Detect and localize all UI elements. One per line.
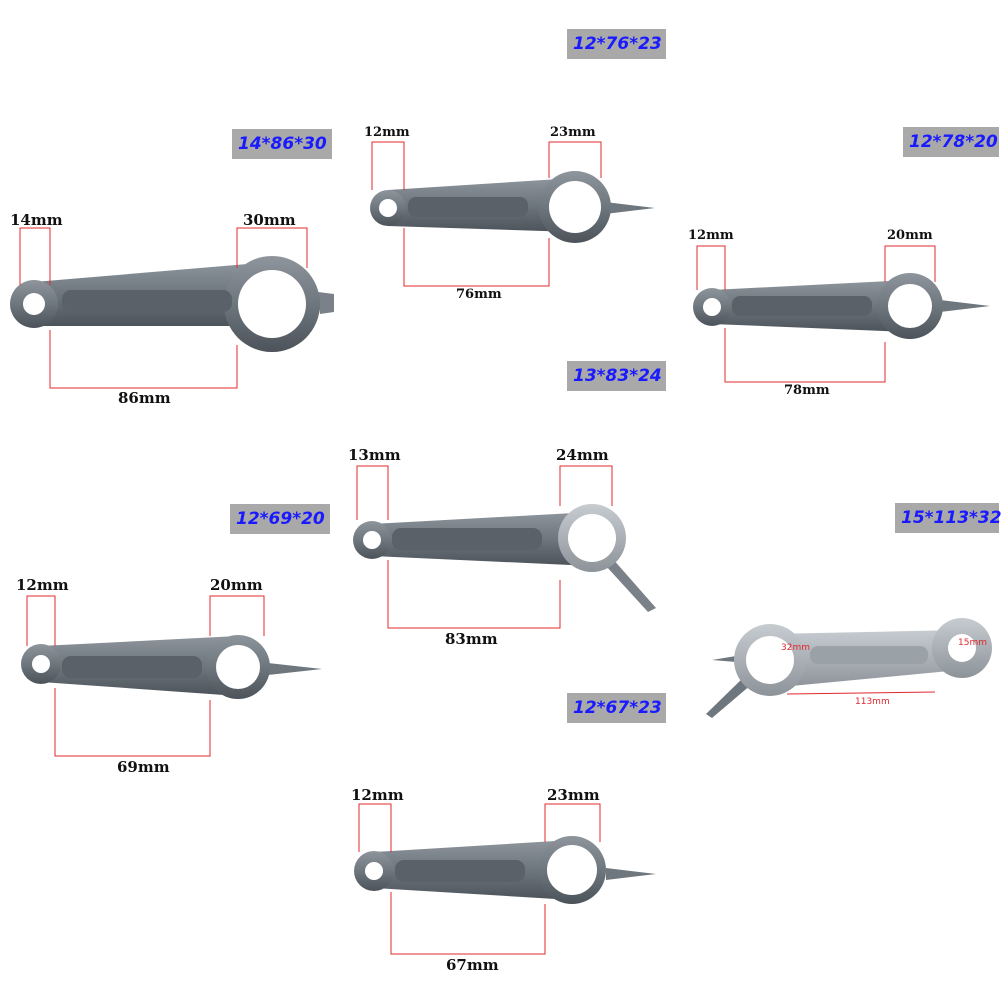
size-badge-rod-1: 14*86*30: [232, 129, 332, 159]
rod-3: [693, 245, 990, 383]
rod-6-length-label: 113mm: [855, 697, 890, 707]
size-badge-rod-3: 12*78*20: [903, 127, 999, 157]
rod-6: [706, 618, 992, 718]
rod-4-small-end-label: 13mm: [348, 446, 401, 464]
rod-1-big-end-label: 30mm: [243, 211, 296, 229]
rod-1-length-label: 86mm: [118, 389, 171, 407]
rod-3-length-label: 78mm: [784, 383, 830, 398]
rod-6-big-end-label: 32mm: [781, 643, 810, 653]
rod-5-small-end-label: 12mm: [16, 576, 69, 594]
rod-5-big-end-label: 20mm: [210, 576, 263, 594]
size-badge-rod-6: 15*113*32: [895, 503, 1001, 533]
rod-2: [370, 141, 655, 287]
rod-5: [21, 595, 322, 757]
size-badge-rod-2: 12*76*23: [567, 29, 666, 59]
rod-3-small-end-label: 12mm: [688, 228, 734, 243]
size-badge-rod-5: 12*69*20: [230, 504, 330, 534]
rod-5-length-label: 69mm: [117, 758, 170, 776]
rod-1-small-end-label: 14mm: [10, 211, 63, 229]
size-badge-rod-4: 13*83*24: [567, 361, 666, 391]
rod-7-length-label: 67mm: [446, 956, 499, 974]
rod-7-small-end-label: 12mm: [351, 786, 404, 804]
rod-6-small-end-label: 15mm: [958, 638, 987, 648]
rod-4-length-label: 83mm: [445, 630, 498, 648]
rod-2-length-label: 76mm: [456, 287, 502, 302]
size-badge-rod-7: 12*67*23: [567, 693, 666, 723]
rod-1: [10, 227, 334, 389]
rod-3-big-end-label: 20mm: [887, 228, 933, 243]
rod-4-big-end-label: 24mm: [556, 446, 609, 464]
rod-2-small-end-label: 12mm: [364, 125, 410, 140]
rod-7-big-end-label: 23mm: [547, 786, 600, 804]
rod-2-big-end-label: 23mm: [550, 125, 596, 140]
rod-7: [354, 803, 656, 955]
rod-4: [353, 465, 656, 629]
